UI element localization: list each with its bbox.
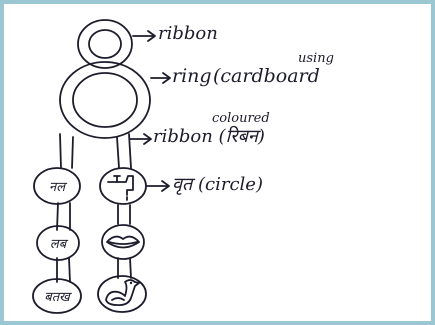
- ribbon-loop: [77, 19, 133, 69]
- ribbon-loop-inner: [88, 29, 122, 59]
- arrow-coloured-ribbon: [129, 133, 152, 145]
- label-coloured-ribbon: ribbon (रिबन): [153, 125, 265, 147]
- lips-icon: [106, 235, 140, 249]
- cardboard-ring: [59, 61, 151, 139]
- label-ring: ring: [172, 65, 212, 87]
- disc-left-middle: [36, 225, 80, 261]
- label-ribbon: ribbon: [158, 23, 218, 44]
- tap-icon: [107, 175, 134, 201]
- label-ring-material: (cardboard: [213, 65, 320, 87]
- disc-text-lab: लब: [50, 237, 69, 252]
- disc-text-batakh: बतख: [44, 290, 72, 305]
- left-ribbon-seg1: [59, 133, 62, 169]
- disc-right-top: [99, 167, 147, 205]
- arrow-ring: [150, 72, 171, 84]
- left-ribbon-seg1b: [71, 136, 74, 169]
- disc-left-bottom: [32, 278, 82, 314]
- right-ribbon-seg1: [116, 136, 120, 169]
- arrow-circle: [146, 180, 170, 192]
- disc-left-top: [33, 167, 81, 205]
- arrow-ribbon: [132, 30, 156, 42]
- left-ribbon-seg3b: [68, 257, 71, 283]
- label-circle: वृत (circle): [172, 174, 263, 195]
- right-ribbon-seg1b: [128, 133, 132, 169]
- disc-text-nal: नल: [49, 180, 68, 195]
- cardboard-ring-inner: [72, 72, 138, 128]
- label-coloured: coloured: [212, 111, 270, 126]
- disc-right-middle: [101, 224, 145, 260]
- label-ring-note: using: [298, 51, 334, 66]
- duck-icon: [105, 279, 140, 307]
- right-ribbon-seg3b: [129, 257, 132, 279]
- disc-right-bottom: [97, 275, 147, 313]
